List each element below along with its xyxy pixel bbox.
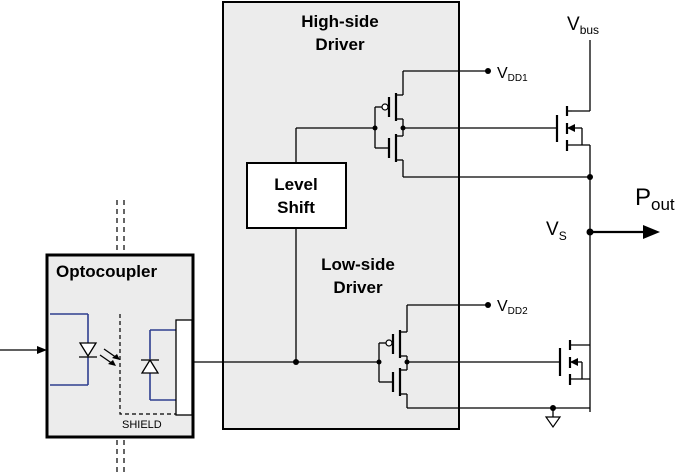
level-shift-box [246,162,347,229]
high-side-title-line2: Driver [315,35,365,54]
low-side-mosfet [558,340,590,385]
signal-junction [293,359,299,365]
level-shift-line2: Shift [277,198,315,217]
vs-label: VS [546,219,567,243]
shield-label: SHIELD [122,419,162,431]
photodiode [140,319,193,416]
low-side-inverter [376,304,590,409]
low-side-title-line2: Driver [333,278,383,297]
ground-symbol [544,405,562,429]
vs-upper-junction [587,174,593,180]
vbus-label: Vbus [567,14,599,37]
vdd1-terminal [485,68,491,74]
optocoupler-title: Optocoupler [56,262,157,281]
high-side-title-line1: High-side [301,12,378,31]
led-emitter [50,313,120,386]
pout-label: Pout [635,184,675,214]
input-arrow-head [37,346,47,354]
vdd2-terminal [485,302,491,308]
vdd1-label: VDD1 [497,65,528,84]
high-side-mosfet [555,40,591,412]
level-shift-line1: Level [274,175,317,194]
shield-frame [119,314,193,415]
output-arrow-head [643,225,660,239]
low-side-title-line1: Low-side [321,255,395,274]
high-side-inverter [295,70,590,178]
vdd2-label: VDD2 [497,298,528,317]
